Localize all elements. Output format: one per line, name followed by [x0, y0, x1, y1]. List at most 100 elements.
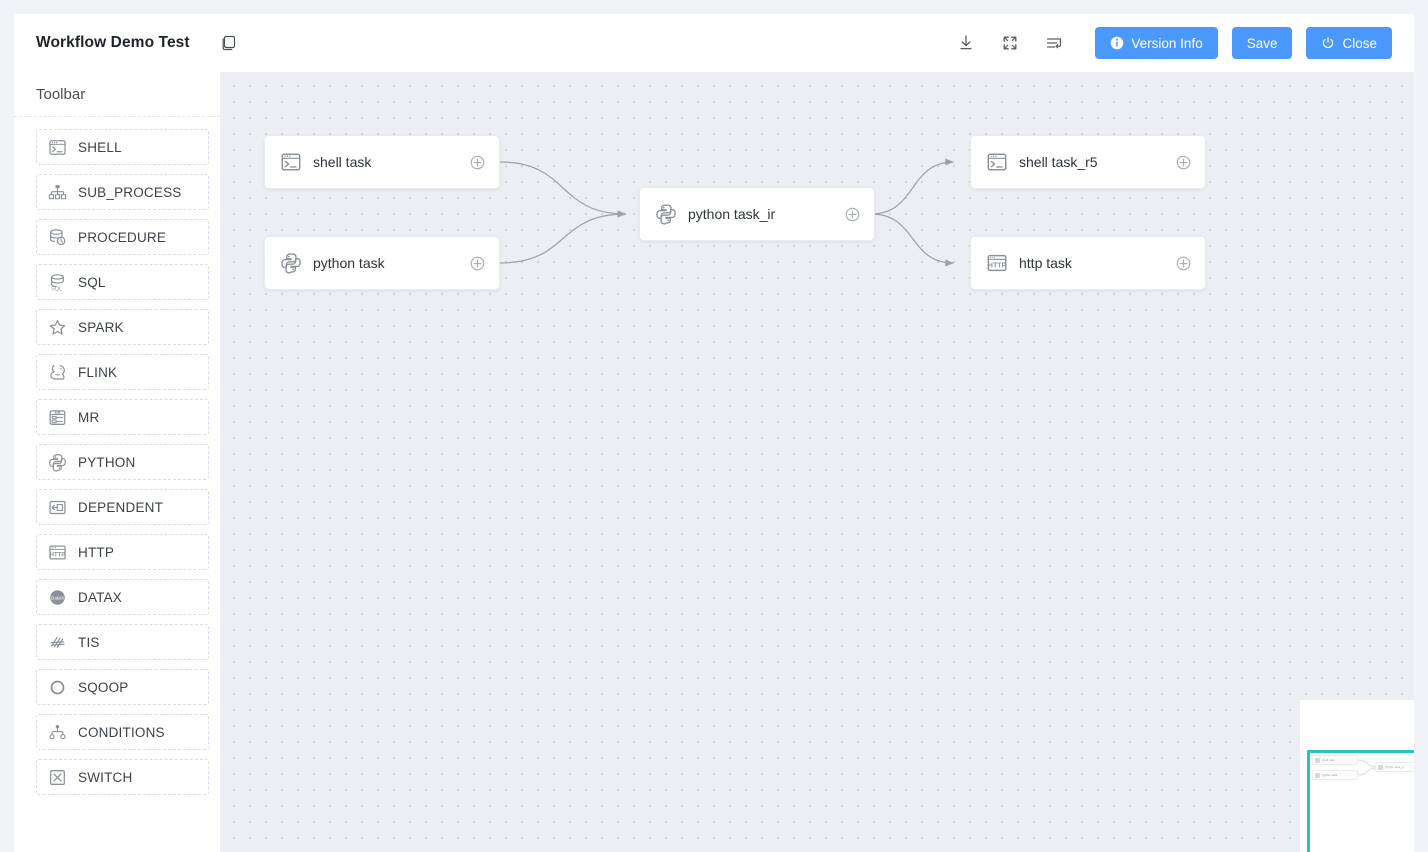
- minimap-node: python task_ir: [1375, 762, 1414, 772]
- minimap-node-icon: [1315, 757, 1320, 763]
- toolbar-item-shell[interactable]: SHELL: [36, 129, 209, 165]
- toolbar-item-flink[interactable]: FLINK: [36, 354, 209, 390]
- page-title: Workflow Demo Test: [36, 34, 190, 51]
- minimap-node-label: python task_ir: [1385, 765, 1404, 769]
- toolbar-item-dependent[interactable]: DEPENDENT: [36, 489, 209, 525]
- toolbar-item-conditions[interactable]: CONDITIONS: [36, 714, 209, 750]
- toolbar-item-label: CONDITIONS: [78, 724, 165, 740]
- mapreduce-icon: MR: [48, 408, 67, 427]
- svg-text:HTTP: HTTP: [988, 263, 1007, 270]
- toolbar-item-sql[interactable]: SQL SQL: [36, 264, 209, 300]
- toolbar-item-label: PYTHON: [78, 454, 136, 470]
- toolbar-item-label: SUB_PROCESS: [78, 184, 182, 200]
- conditions-icon: [48, 723, 67, 742]
- database-sql-icon: SQL: [48, 273, 67, 292]
- toolbar-item-python[interactable]: PYTHON: [36, 444, 209, 480]
- minimap-node-label: python task: [1322, 773, 1338, 777]
- minimap-node-icon: [1315, 772, 1320, 778]
- fullscreen-icon[interactable]: [999, 32, 1021, 54]
- dag-node-n3[interactable]: python task_ir: [639, 187, 875, 241]
- minimap-node-label: shell task: [1322, 758, 1335, 762]
- version-info-button[interactable]: Version Info: [1095, 27, 1218, 59]
- svg-text:HTTP: HTTP: [50, 552, 66, 558]
- squirrel-icon: [48, 363, 67, 382]
- plus-circle-icon[interactable]: [1176, 256, 1191, 271]
- plus-circle-icon[interactable]: [470, 256, 485, 271]
- toolbar-item-label: SHELL: [78, 139, 122, 155]
- dag-node-label: python task_ir: [688, 206, 776, 222]
- dag-edge[interactable]: [500, 210, 627, 264]
- dag-edge[interactable]: [500, 161, 627, 218]
- toolbar-item-label: TIS: [78, 634, 100, 650]
- minimap-node-icon: [1378, 764, 1383, 770]
- dag-node-label: shell task_r5: [1019, 154, 1098, 170]
- download-icon[interactable]: [955, 32, 977, 54]
- minimap-viewport[interactable]: [1307, 750, 1414, 852]
- toolbar-item-label: SQOOP: [78, 679, 129, 695]
- plus-circle-icon[interactable]: [1176, 155, 1191, 170]
- toolbar-item-label: HTTP: [78, 544, 115, 560]
- dag-canvas[interactable]: shell task python task python task_ir sh…: [220, 72, 1414, 852]
- toolbar-title: Toolbar: [14, 72, 220, 117]
- close-button[interactable]: Close: [1306, 27, 1392, 59]
- toolbar-item-datax[interactable]: DataX DATAX: [36, 579, 209, 615]
- toolbar-item-mr[interactable]: MR MR: [36, 399, 209, 435]
- minimap-edges: [1357, 759, 1376, 776]
- sqoop-icon: [48, 678, 67, 697]
- dag-edge[interactable]: [871, 158, 954, 215]
- python-icon: [655, 203, 677, 225]
- python-icon: [280, 252, 302, 274]
- svg-text:SQL: SQL: [51, 286, 62, 292]
- tis-icon: [48, 633, 67, 652]
- info-icon: [1110, 36, 1124, 50]
- copy-icon[interactable]: [220, 34, 238, 52]
- dag-node-n2[interactable]: python task: [264, 236, 500, 290]
- star-icon: [48, 318, 67, 337]
- save-button[interactable]: Save: [1231, 27, 1293, 59]
- format-lines-icon[interactable]: [1043, 32, 1065, 54]
- minimap-node: shell task: [1312, 755, 1358, 765]
- dag-node-label: http task: [1019, 255, 1072, 271]
- toolbar-item-label: SQL: [78, 274, 106, 290]
- toolbar-item-http[interactable]: HTTP HTTP: [36, 534, 209, 570]
- dag-node-n4[interactable]: shell task_r5: [970, 135, 1206, 189]
- python-icon: [48, 453, 67, 472]
- plus-circle-icon[interactable]: [470, 155, 485, 170]
- svg-text:MR: MR: [55, 410, 61, 414]
- toolbar-item-sub_process[interactable]: SUB_PROCESS: [36, 174, 209, 210]
- hierarchy-icon: [48, 183, 67, 202]
- plus-circle-icon[interactable]: [845, 207, 860, 222]
- version-info-label: Version Info: [1131, 35, 1203, 51]
- toolbar-item-switch[interactable]: SWITCH: [36, 759, 209, 795]
- datax-icon: DataX: [48, 588, 67, 607]
- toolbar-item-label: SPARK: [78, 319, 124, 335]
- terminal-icon: [280, 151, 302, 173]
- terminal-icon: [986, 151, 1008, 173]
- minimap-node: python task: [1312, 770, 1358, 780]
- toolbar-item-procedure[interactable]: PROCEDURE: [36, 219, 209, 255]
- http-icon: HTTP: [48, 543, 67, 562]
- dependent-icon: [48, 498, 67, 517]
- dag-edge[interactable]: [871, 213, 954, 267]
- dag-node-n1[interactable]: shell task: [264, 135, 500, 189]
- toolbar-item-label: PROCEDURE: [78, 229, 167, 245]
- dag-node-n5[interactable]: HTTP http task: [970, 236, 1206, 290]
- toolbar-item-label: SWITCH: [78, 769, 133, 785]
- toolbar-item-label: FLINK: [78, 364, 118, 380]
- header-bar: Workflow Demo Test: [14, 14, 1414, 72]
- terminal-icon: [48, 138, 67, 157]
- svg-text:DataX: DataX: [51, 595, 65, 601]
- toolbar-item-sqoop[interactable]: SQOOP: [36, 669, 209, 705]
- toolbar-item-label: DATAX: [78, 589, 123, 605]
- switch-icon: [48, 768, 67, 787]
- dag-node-label: python task: [313, 255, 385, 271]
- toolbar-item-spark[interactable]: SPARK: [36, 309, 209, 345]
- toolbar-item-tis[interactable]: TIS: [36, 624, 209, 660]
- power-icon: [1321, 36, 1335, 50]
- dag-node-label: shell task: [313, 154, 372, 170]
